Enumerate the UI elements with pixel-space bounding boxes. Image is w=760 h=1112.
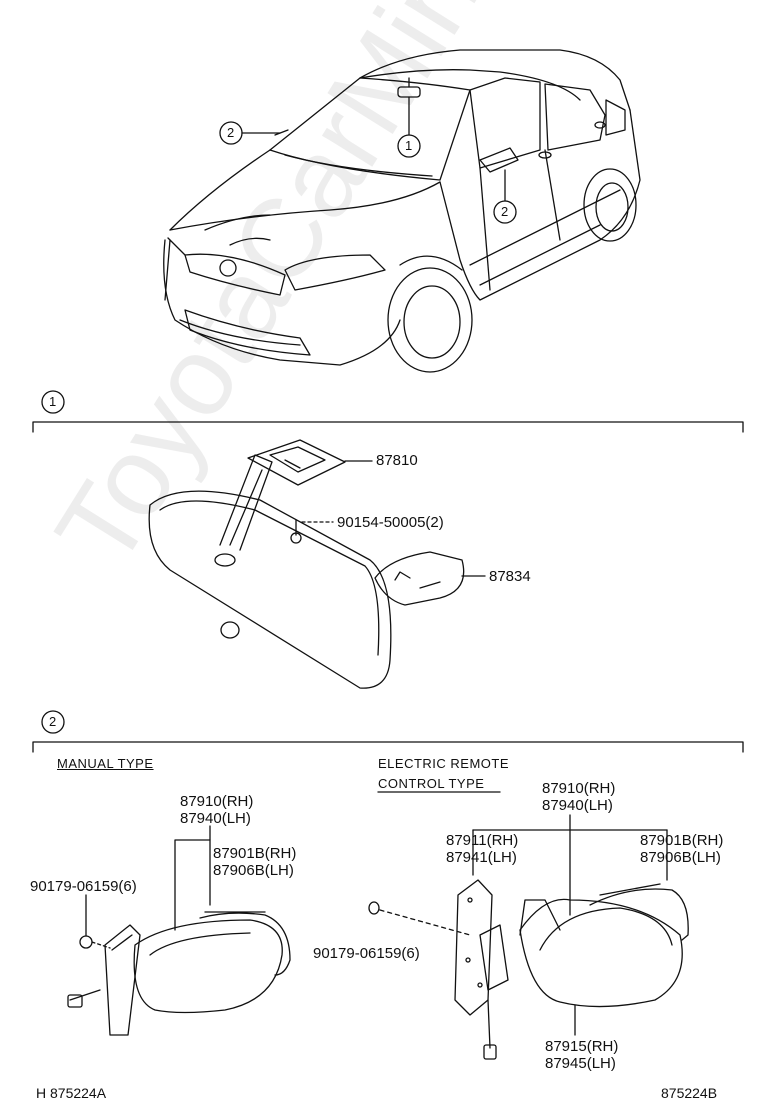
car-callouts bbox=[219, 96, 517, 224]
callout-2-car-left: 2 bbox=[227, 125, 235, 140]
electric-heading-line1: ELECTRIC REMOTE bbox=[378, 756, 510, 771]
electric-leaders bbox=[472, 814, 668, 1036]
electric-part-87911: 87911(RH) bbox=[446, 832, 519, 849]
electric-outer-mirror bbox=[368, 879, 689, 1060]
electric-part-clip: 90179-06159(6) bbox=[313, 945, 420, 962]
section1-number: 1 bbox=[49, 394, 57, 409]
section1-leaders bbox=[301, 460, 486, 577]
electric-part-87945: 87945(LH) bbox=[545, 1055, 616, 1072]
section2-frame bbox=[32, 710, 744, 753]
electric-part-87940: 87940(LH) bbox=[542, 797, 613, 814]
electric-part-87906b: 87906B(LH) bbox=[640, 849, 721, 866]
footer-right-code: 875224B bbox=[661, 1085, 718, 1101]
part-label-87810: 87810 bbox=[376, 452, 418, 469]
manual-part-87940: 87940(LH) bbox=[180, 810, 251, 827]
electric-heading-line2: CONTROL TYPE bbox=[378, 776, 485, 791]
car-illustration bbox=[163, 49, 641, 373]
section1-frame bbox=[32, 390, 744, 433]
manual-part-87906b: 87906B(LH) bbox=[213, 862, 294, 879]
manual-part-clip: 90179-06159(6) bbox=[30, 878, 137, 895]
manual-outer-mirror bbox=[67, 911, 291, 1036]
electric-part-87941: 87941(LH) bbox=[446, 849, 517, 866]
manual-type-heading: MANUAL TYPE bbox=[57, 756, 154, 771]
manual-leaders bbox=[85, 825, 211, 937]
electric-part-87901b: 87901B(RH) bbox=[640, 832, 724, 849]
manual-part-87901b: 87901B(RH) bbox=[213, 845, 297, 862]
electric-part-87915: 87915(RH) bbox=[545, 1038, 619, 1055]
callout-1-car: 1 bbox=[405, 138, 413, 153]
callout-2-car-right: 2 bbox=[501, 204, 509, 219]
part-label-screw: 90154-50005(2) bbox=[337, 514, 444, 531]
footer-left-code: H 875224A bbox=[36, 1085, 107, 1101]
manual-part-87910: 87910(RH) bbox=[180, 793, 254, 810]
section2-number: 2 bbox=[49, 714, 57, 729]
part-label-87834: 87834 bbox=[489, 568, 531, 585]
inner-rear-view-mirror bbox=[148, 439, 465, 689]
electric-part-87910: 87910(RH) bbox=[542, 780, 616, 797]
